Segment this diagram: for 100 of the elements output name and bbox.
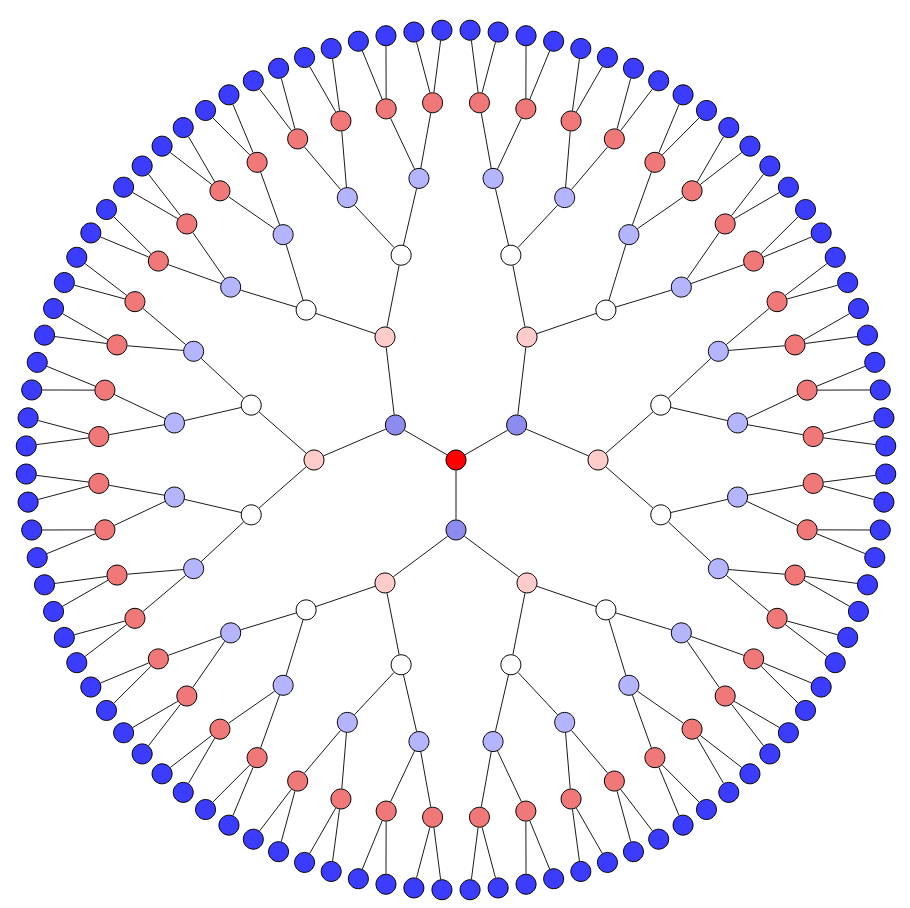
node-circle xyxy=(21,519,43,541)
edge-line xyxy=(403,674,417,732)
node-circle xyxy=(824,246,846,268)
node-circle xyxy=(172,781,194,803)
node-circle xyxy=(515,873,537,895)
node-circle xyxy=(802,426,824,448)
node-circle xyxy=(94,379,116,401)
node-circle xyxy=(445,519,467,541)
node-circle xyxy=(875,435,897,457)
edge-line xyxy=(620,88,653,131)
node-circle xyxy=(347,868,369,890)
node-circle xyxy=(670,276,692,298)
node-circle xyxy=(795,699,816,721)
edge-line xyxy=(108,484,165,496)
node-circle xyxy=(500,244,522,266)
edge-line xyxy=(525,821,527,875)
node-circle xyxy=(242,70,264,92)
node-circle xyxy=(727,412,749,434)
edge-line xyxy=(385,821,387,875)
edge-line xyxy=(517,671,558,716)
node-circle xyxy=(151,763,173,785)
node-circle xyxy=(66,652,88,674)
edge-line xyxy=(386,592,400,655)
node-circle xyxy=(487,877,509,899)
node-circle xyxy=(347,30,369,52)
node-circle xyxy=(183,558,205,580)
node-circle xyxy=(172,117,194,139)
edge-line xyxy=(74,284,126,300)
edge-line xyxy=(616,790,632,842)
edge-line xyxy=(733,700,780,728)
edge-line xyxy=(690,264,745,284)
edge-line xyxy=(184,407,242,421)
node-circle xyxy=(88,426,110,448)
node-circle xyxy=(163,412,185,434)
edge-line xyxy=(192,232,226,279)
node-circle xyxy=(124,291,146,313)
node-circle xyxy=(743,250,765,272)
edge-line xyxy=(817,389,871,391)
node-circle xyxy=(784,564,806,586)
edge-line xyxy=(385,347,395,415)
node-circle xyxy=(320,38,342,59)
edge-line xyxy=(309,807,337,854)
node-circle xyxy=(15,463,37,485)
edge-line xyxy=(62,313,109,341)
edge-line xyxy=(420,751,432,808)
edge-line xyxy=(784,263,828,296)
node-circle xyxy=(795,199,816,221)
edge-line xyxy=(142,308,187,345)
edge-line xyxy=(470,40,479,93)
edge-line xyxy=(696,737,724,784)
node-circle xyxy=(26,351,48,373)
edge-line xyxy=(495,188,509,246)
edge-line xyxy=(390,117,415,170)
edge-line xyxy=(113,394,166,419)
edge-line xyxy=(817,529,871,531)
node-circle xyxy=(320,860,342,882)
edge-line xyxy=(690,635,745,656)
edge-line xyxy=(668,358,712,399)
edge-line xyxy=(420,112,432,169)
node-circle xyxy=(336,187,358,209)
node-circle xyxy=(374,572,396,594)
node-circle xyxy=(595,299,617,321)
node-circle xyxy=(796,519,818,541)
node-circle xyxy=(272,674,294,696)
edge-line xyxy=(608,619,627,676)
node-circle xyxy=(66,246,88,268)
node-circle xyxy=(482,731,504,753)
node-circle xyxy=(837,626,859,648)
node-circle xyxy=(468,806,490,828)
node-circle xyxy=(195,99,217,121)
edge-line xyxy=(285,619,304,676)
edge-line xyxy=(304,729,341,774)
node-circle xyxy=(240,504,262,526)
node-circle xyxy=(766,291,788,313)
node-circle xyxy=(681,180,703,202)
node-circle xyxy=(515,800,537,822)
node-circle xyxy=(294,47,316,69)
node-circle xyxy=(459,879,481,901)
node-circle xyxy=(707,558,729,580)
edge-line xyxy=(760,216,799,255)
node-circle xyxy=(195,799,217,820)
node-circle xyxy=(246,747,268,769)
node-circle xyxy=(294,851,316,873)
node-circle xyxy=(784,334,806,356)
edge-line xyxy=(169,152,213,185)
edge-line xyxy=(746,501,799,526)
edge-line xyxy=(260,694,280,749)
node-circle xyxy=(287,128,309,150)
node-circle xyxy=(777,176,799,198)
edge-line xyxy=(670,498,728,513)
node-circle xyxy=(96,199,117,221)
node-circle xyxy=(422,806,444,828)
edge-line xyxy=(731,703,764,747)
edge-line xyxy=(36,437,89,446)
node-circle xyxy=(375,800,397,822)
edge-line xyxy=(184,498,242,513)
edge-line xyxy=(332,58,340,112)
edge-line xyxy=(571,146,608,191)
edge-line xyxy=(259,788,292,832)
node-circle xyxy=(34,324,56,346)
